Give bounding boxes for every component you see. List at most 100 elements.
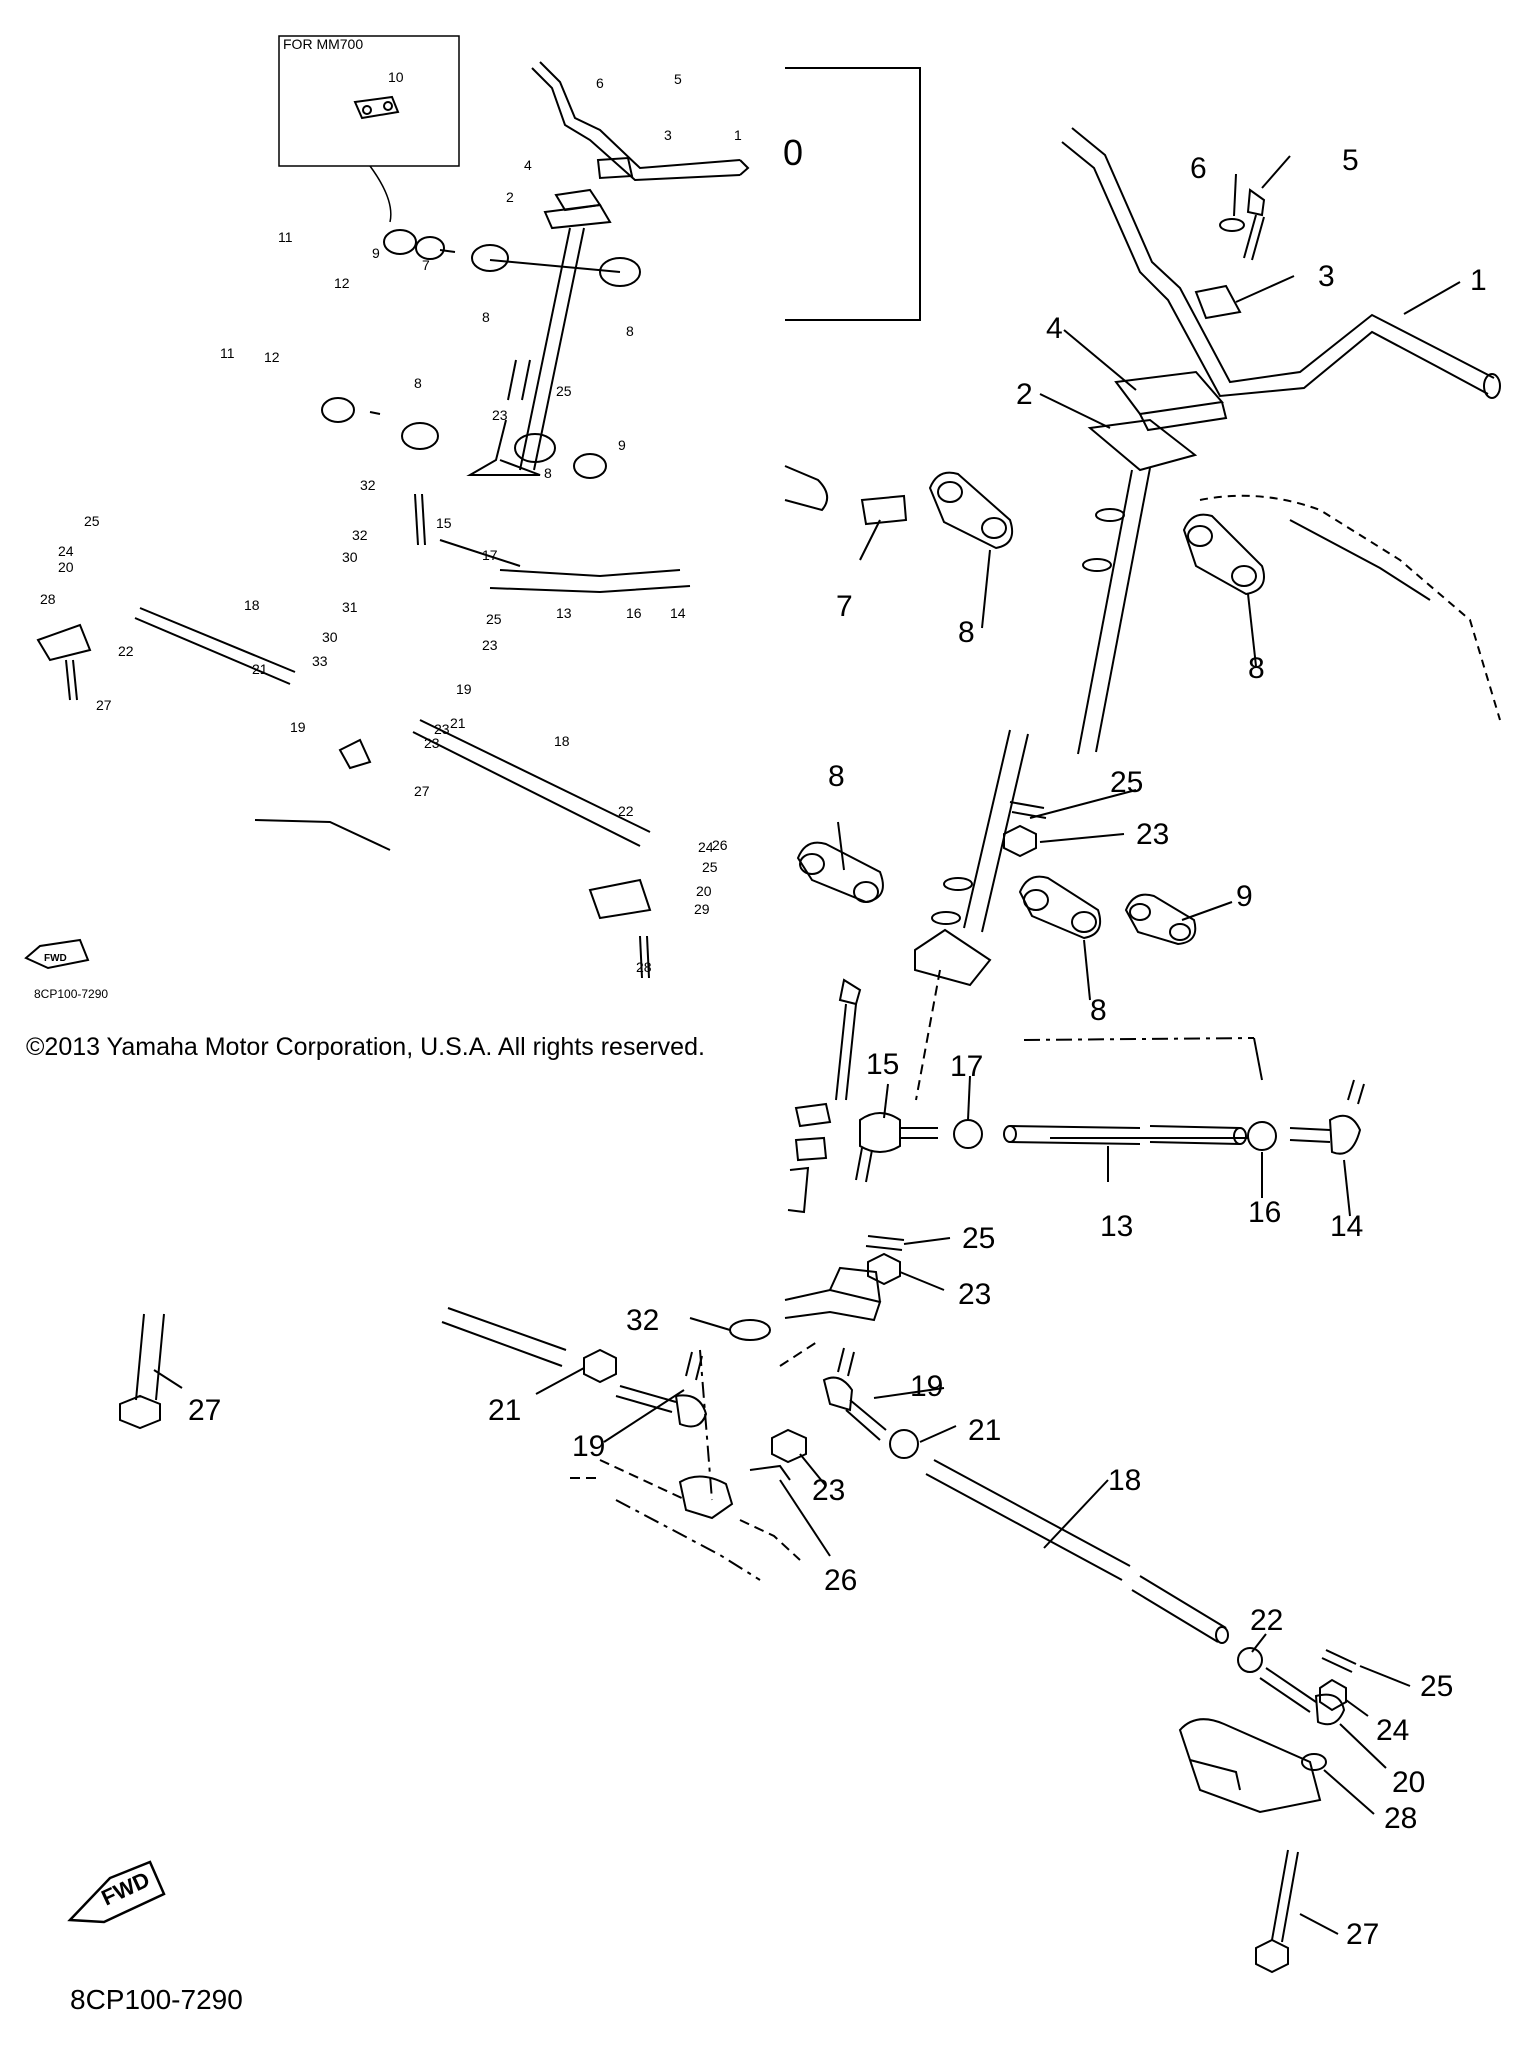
callout: 9 — [1236, 880, 1253, 913]
callout: 33 — [312, 653, 328, 669]
fragment-text: 0 — [783, 132, 804, 173]
callout: 25 — [702, 859, 718, 875]
callout: 5 — [1342, 144, 1359, 177]
callout: 26 — [824, 1564, 857, 1597]
callout: 28 — [40, 591, 56, 607]
callout: 5 — [674, 71, 682, 87]
callout: 23 — [958, 1278, 991, 1311]
inset-box — [278, 35, 460, 167]
callout: 19 — [456, 681, 472, 697]
callout: 20 — [696, 883, 712, 899]
part-code-small: 8CP100-7290 — [34, 987, 109, 1001]
callout: 18 — [244, 597, 260, 613]
callout: 10 — [388, 69, 404, 85]
callout: 12 — [264, 349, 280, 365]
callout: 19 — [290, 719, 306, 735]
callout: 25 — [1420, 1670, 1453, 1703]
callout: 1 — [734, 127, 742, 143]
callout: 13 — [556, 605, 572, 621]
callout: 23 — [434, 721, 450, 737]
large-callouts: 1 2 3 4 5 6 7 8 8 8 8 9 13 14 15 16 17 1… — [188, 144, 1487, 1951]
callout: 21 — [252, 661, 268, 677]
callout: 8 — [958, 616, 975, 649]
callout: 27 — [1346, 1918, 1379, 1951]
callout: 16 — [1248, 1196, 1281, 1229]
callout: 31 — [342, 599, 358, 615]
callout: 23 — [1136, 818, 1169, 851]
callout: 20 — [58, 559, 74, 575]
callout: 1 — [1470, 264, 1487, 297]
callout: 27 — [188, 1394, 221, 1427]
callout: 25 — [962, 1222, 995, 1255]
callout: 7 — [836, 590, 853, 623]
inset-label: FOR MM700 — [283, 36, 364, 52]
callout: 32 — [352, 527, 368, 543]
callout: 6 — [596, 75, 604, 91]
part-code-large: 8CP100-7290 — [70, 1984, 243, 2015]
callout: 30 — [342, 549, 358, 565]
callout: 11 — [278, 229, 293, 245]
callout: 22 — [118, 643, 134, 659]
callout: 21 — [488, 1394, 521, 1427]
callout: 23 — [492, 407, 508, 423]
callout: 27 — [96, 697, 112, 713]
callout: 24 — [698, 839, 714, 855]
callout: 9 — [372, 245, 380, 261]
callout: 18 — [1108, 1464, 1141, 1497]
callout: 25 — [84, 513, 100, 529]
callout: 26 — [712, 837, 728, 853]
callout: 2 — [506, 189, 514, 205]
callout: 6 — [1190, 152, 1207, 185]
callout: 17 — [482, 547, 498, 563]
callout: 29 — [694, 901, 710, 917]
callout: 25 — [556, 383, 572, 399]
callout: 15 — [866, 1048, 899, 1081]
callout: 19 — [572, 1430, 605, 1463]
callout: 4 — [1046, 312, 1063, 345]
callout: 4 — [524, 157, 532, 173]
callout: 24 — [58, 543, 74, 559]
callout: 16 — [626, 605, 642, 621]
callout: 2 — [1016, 378, 1033, 411]
callout: 17 — [950, 1050, 983, 1083]
callout: 14 — [670, 605, 686, 621]
callout: 24 — [1376, 1714, 1409, 1747]
callout: 21 — [450, 715, 466, 731]
callout: 12 — [334, 275, 350, 291]
callout: 13 — [1100, 1210, 1133, 1243]
callout: 3 — [664, 127, 672, 143]
callout: 8 — [414, 375, 422, 391]
callout: 9 — [618, 437, 626, 453]
callout: 15 — [436, 515, 452, 531]
callout: 27 — [414, 783, 430, 799]
line-art — [24, 35, 1501, 1974]
callout: 21 — [968, 1414, 1001, 1447]
callout: 23 — [424, 735, 440, 751]
callout: 25 — [1110, 766, 1143, 799]
callout: 11 — [220, 345, 235, 361]
callout: 23 — [482, 637, 498, 653]
small-callouts: 1 2 3 4 5 6 7 8 8 8 8 9 9 10 11 11 12 12… — [40, 69, 742, 975]
callout: 14 — [1330, 1210, 1363, 1243]
callout: 8 — [544, 465, 552, 481]
callout: 8 — [1090, 994, 1107, 1027]
fwd-label-small: FWD — [44, 953, 67, 964]
callout: 7 — [422, 257, 430, 273]
callout: 25 — [486, 611, 502, 627]
copyright-notice: ©2013 Yamaha Motor Corporation, U.S.A. A… — [26, 1033, 705, 1061]
callout: 8 — [828, 760, 845, 793]
callout: 22 — [618, 803, 634, 819]
callout: 20 — [1392, 1766, 1425, 1799]
callout: 28 — [1384, 1802, 1417, 1835]
callout: 8 — [482, 309, 490, 325]
callout: 3 — [1318, 260, 1335, 293]
callout: 8 — [626, 323, 634, 339]
callout: 8 — [1248, 652, 1265, 685]
callout: 32 — [626, 1304, 659, 1337]
callout: 30 — [322, 629, 338, 645]
callout: 22 — [1250, 1604, 1283, 1637]
callout: 32 — [360, 477, 376, 493]
callout: 28 — [636, 959, 652, 975]
callout: 19 — [910, 1370, 943, 1403]
